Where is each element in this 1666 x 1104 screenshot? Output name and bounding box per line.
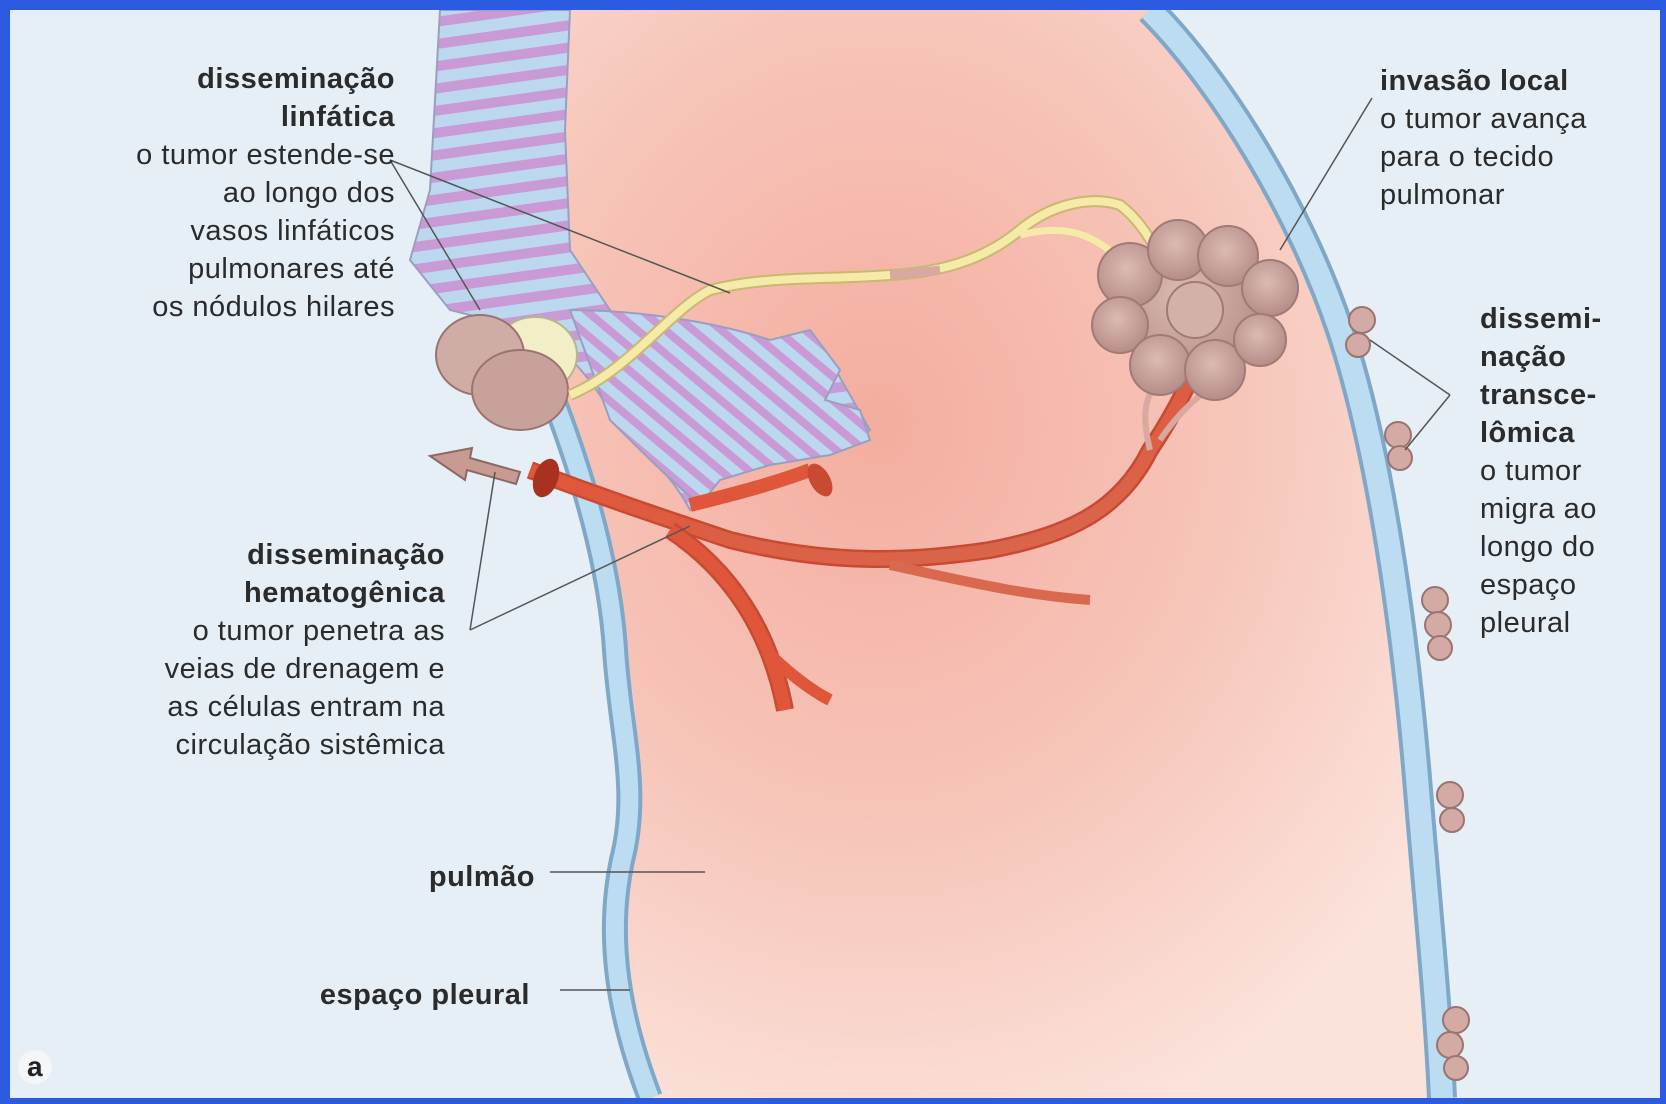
trans-title-4: lômica: [1480, 414, 1660, 452]
trans-title-2: nação: [1480, 338, 1660, 376]
slide-frame-bottom: [0, 1098, 1666, 1104]
label-transcoelomic-spread: dissemi- nação transce- lômica o tumor m…: [1480, 300, 1660, 642]
lung-title: pulmão: [310, 858, 535, 896]
trans-text-1: o tumor: [1480, 452, 1660, 490]
lymphatic-text-4: pulmonares até: [30, 250, 395, 288]
label-local-invasion: invasão local o tumor avança para o teci…: [1380, 62, 1660, 214]
lymphatic-text-1: o tumor estende-se: [30, 136, 395, 174]
lymphatic-text-2: ao longo dos: [30, 174, 395, 212]
trans-title-3: transce-: [1480, 376, 1660, 414]
slide-frame-right: [1660, 0, 1666, 1104]
local-text-3: pulmonar: [1380, 176, 1660, 214]
slide-frame-left: [0, 0, 10, 1104]
hemato-text-3: as células entram na: [50, 688, 445, 726]
trans-text-3: longo do: [1480, 528, 1660, 566]
hemato-title-2: hematogênica: [50, 574, 445, 612]
local-text-2: para o tecido: [1380, 138, 1660, 176]
tumor-spread-figure: disseminação linfática o tumor estende-s…: [10, 10, 1660, 1098]
lymphatic-title-2: linfática: [30, 98, 395, 136]
hilar-node-2: [472, 350, 568, 430]
lymphatic-title-1: disseminação: [30, 60, 395, 98]
hemato-text-2: veias de drenagem e: [50, 650, 445, 688]
lymphatic-text-3: vasos linfáticos: [30, 212, 395, 250]
lymphatic-text-5: os nódulos hilares: [30, 288, 395, 326]
label-lymphatic-spread: disseminação linfática o tumor estende-s…: [30, 60, 395, 326]
pleural-space-title: espaço pleural: [160, 976, 530, 1014]
hemato-title-1: disseminação: [50, 536, 445, 574]
trans-text-4: espaço: [1480, 566, 1660, 604]
local-title: invasão local: [1380, 62, 1660, 100]
trans-text-2: migra ao: [1480, 490, 1660, 528]
panel-letter: a: [18, 1050, 52, 1084]
label-lung: pulmão: [310, 858, 535, 896]
trans-title-1: dissemi-: [1480, 300, 1660, 338]
hemato-text-1: o tumor penetra as: [50, 612, 445, 650]
trans-text-5: pleural: [1480, 604, 1660, 642]
label-pleural-space: espaço pleural: [160, 976, 530, 1014]
slide-frame-top: [0, 0, 1666, 10]
local-text-1: o tumor avança: [1380, 100, 1660, 138]
hemato-text-4: circulação sistêmica: [50, 726, 445, 764]
label-hematogenous-spread: disseminação hematogênica o tumor penetr…: [50, 536, 445, 764]
lymph-tumor-segment: [890, 270, 940, 275]
